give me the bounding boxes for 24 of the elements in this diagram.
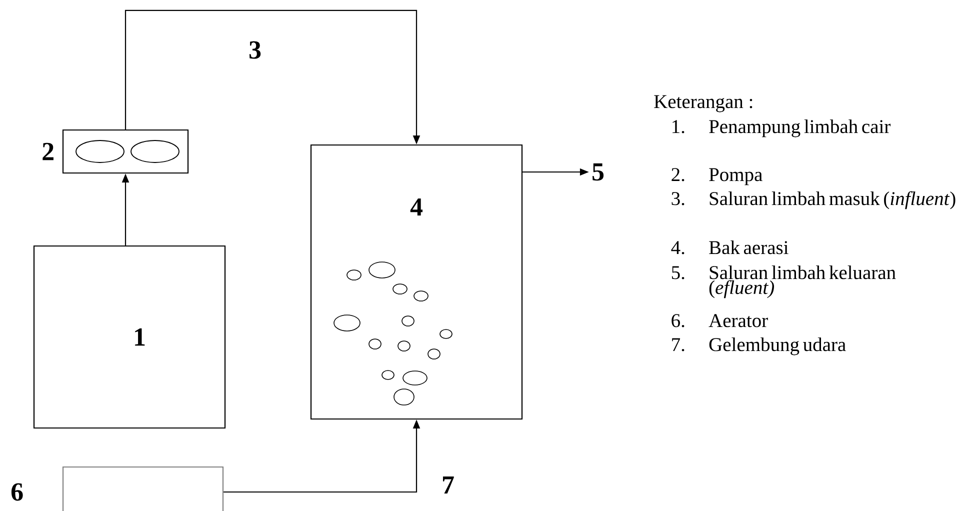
list-number: 3.	[672, 192, 684, 206]
list-number: 5.	[672, 266, 684, 280]
list-number: 4.	[671, 241, 684, 254]
list-number: 1.	[672, 120, 684, 134]
list-number: 2.	[672, 168, 684, 182]
node-label: 2	[42, 142, 54, 160]
node-label: 6	[11, 483, 23, 501]
aerator-box: 6	[11, 466, 224, 511]
list-item: Aerator	[708, 314, 768, 328]
legend-heading: Keterangan :	[654, 95, 752, 112]
list-item: Saluran limbah keluaran (efluent)	[709, 265, 896, 298]
pump-box: 2	[42, 129, 189, 174]
edge-label: 3	[248, 40, 262, 60]
list-item: Bak aerasi	[709, 240, 788, 254]
storage-tank: 1	[33, 245, 226, 429]
edge-label: 7	[440, 475, 456, 494]
list-item: Penampung limbah cair	[709, 119, 890, 138]
number-label: 5	[592, 163, 604, 181]
aeration-tank: 4	[310, 144, 523, 420]
list-item: Saluran limbah masuk (influent)	[710, 191, 956, 210]
list-number: 6.	[672, 314, 684, 328]
list-item: Gelembung udara	[709, 337, 846, 356]
list-number: 7.	[672, 338, 684, 352]
list-item: Pompa	[709, 168, 762, 186]
